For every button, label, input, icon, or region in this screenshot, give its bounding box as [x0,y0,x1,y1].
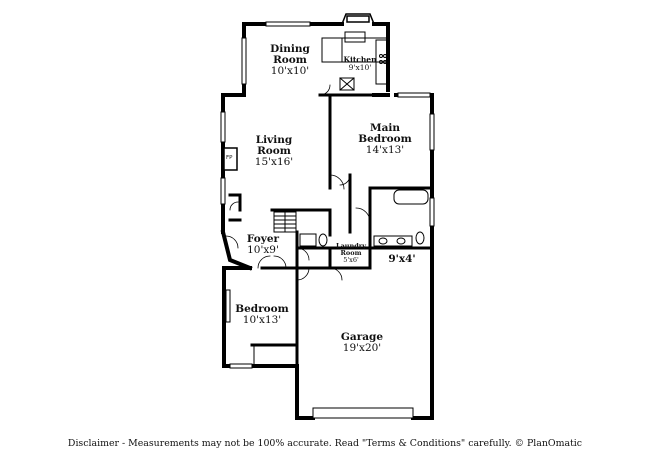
main-bedroom-dimensions: 14'x13' [365,144,405,157]
kitchen-label: Kitchen 9'x10' [338,56,382,72]
door-swings [225,84,371,281]
bath-label: 9'x4' [380,253,424,265]
garage-dimensions: 19'x20' [342,342,382,355]
bath-fixtures [373,189,429,247]
windows [220,21,435,419]
dining-room-dimensions: 10'x10' [270,65,310,78]
bedroom-name: Bedroom [235,303,289,315]
dining-room-label: Dining Room 10'x10' [260,43,320,78]
main-bedroom-label: Main Bedroom 14'x13' [355,122,415,157]
fireplace [223,147,238,171]
disclaimer: Disclaimer - Measurements may not be 100… [67,438,583,449]
bath-dimensions: 9'x4' [388,253,416,265]
main-bedroom-name: Main Bedroom [358,122,412,146]
fireplace-label: FP [226,155,233,161]
living-room-name: Living Room [255,134,293,158]
dining-room-name: Dining Room [270,43,310,67]
living-room-label: Living Room 15'x16' [244,134,304,169]
kitchen-counters [321,31,389,91]
kitchen-dimensions: 9'x10' [348,62,372,72]
powder-room-fixtures [299,233,328,247]
foyer-name: Foyer [246,233,280,245]
foyer-dimensions: 10'x9' [247,244,279,257]
bedroom-label: Bedroom 10'x13' [232,303,292,327]
laundry-room-label: Laundry Room 5'x6' [334,243,368,263]
laundry-room-name: Laundry Room [336,242,366,257]
garage-label: Garage 19'x20' [332,331,392,355]
kitchen-bay-window [341,13,375,25]
kitchen-name: Kitchen [343,55,377,64]
garage-name: Garage [340,331,384,343]
laundry-room-dimensions: 5'x6' [343,255,359,264]
foyer-label: Foyer 10'x9' [240,233,286,257]
interior-walls [228,93,432,368]
stairs [273,211,297,233]
living-room-dimensions: 15'x16' [254,156,294,169]
bedroom-dimensions: 10'x13' [242,314,282,327]
